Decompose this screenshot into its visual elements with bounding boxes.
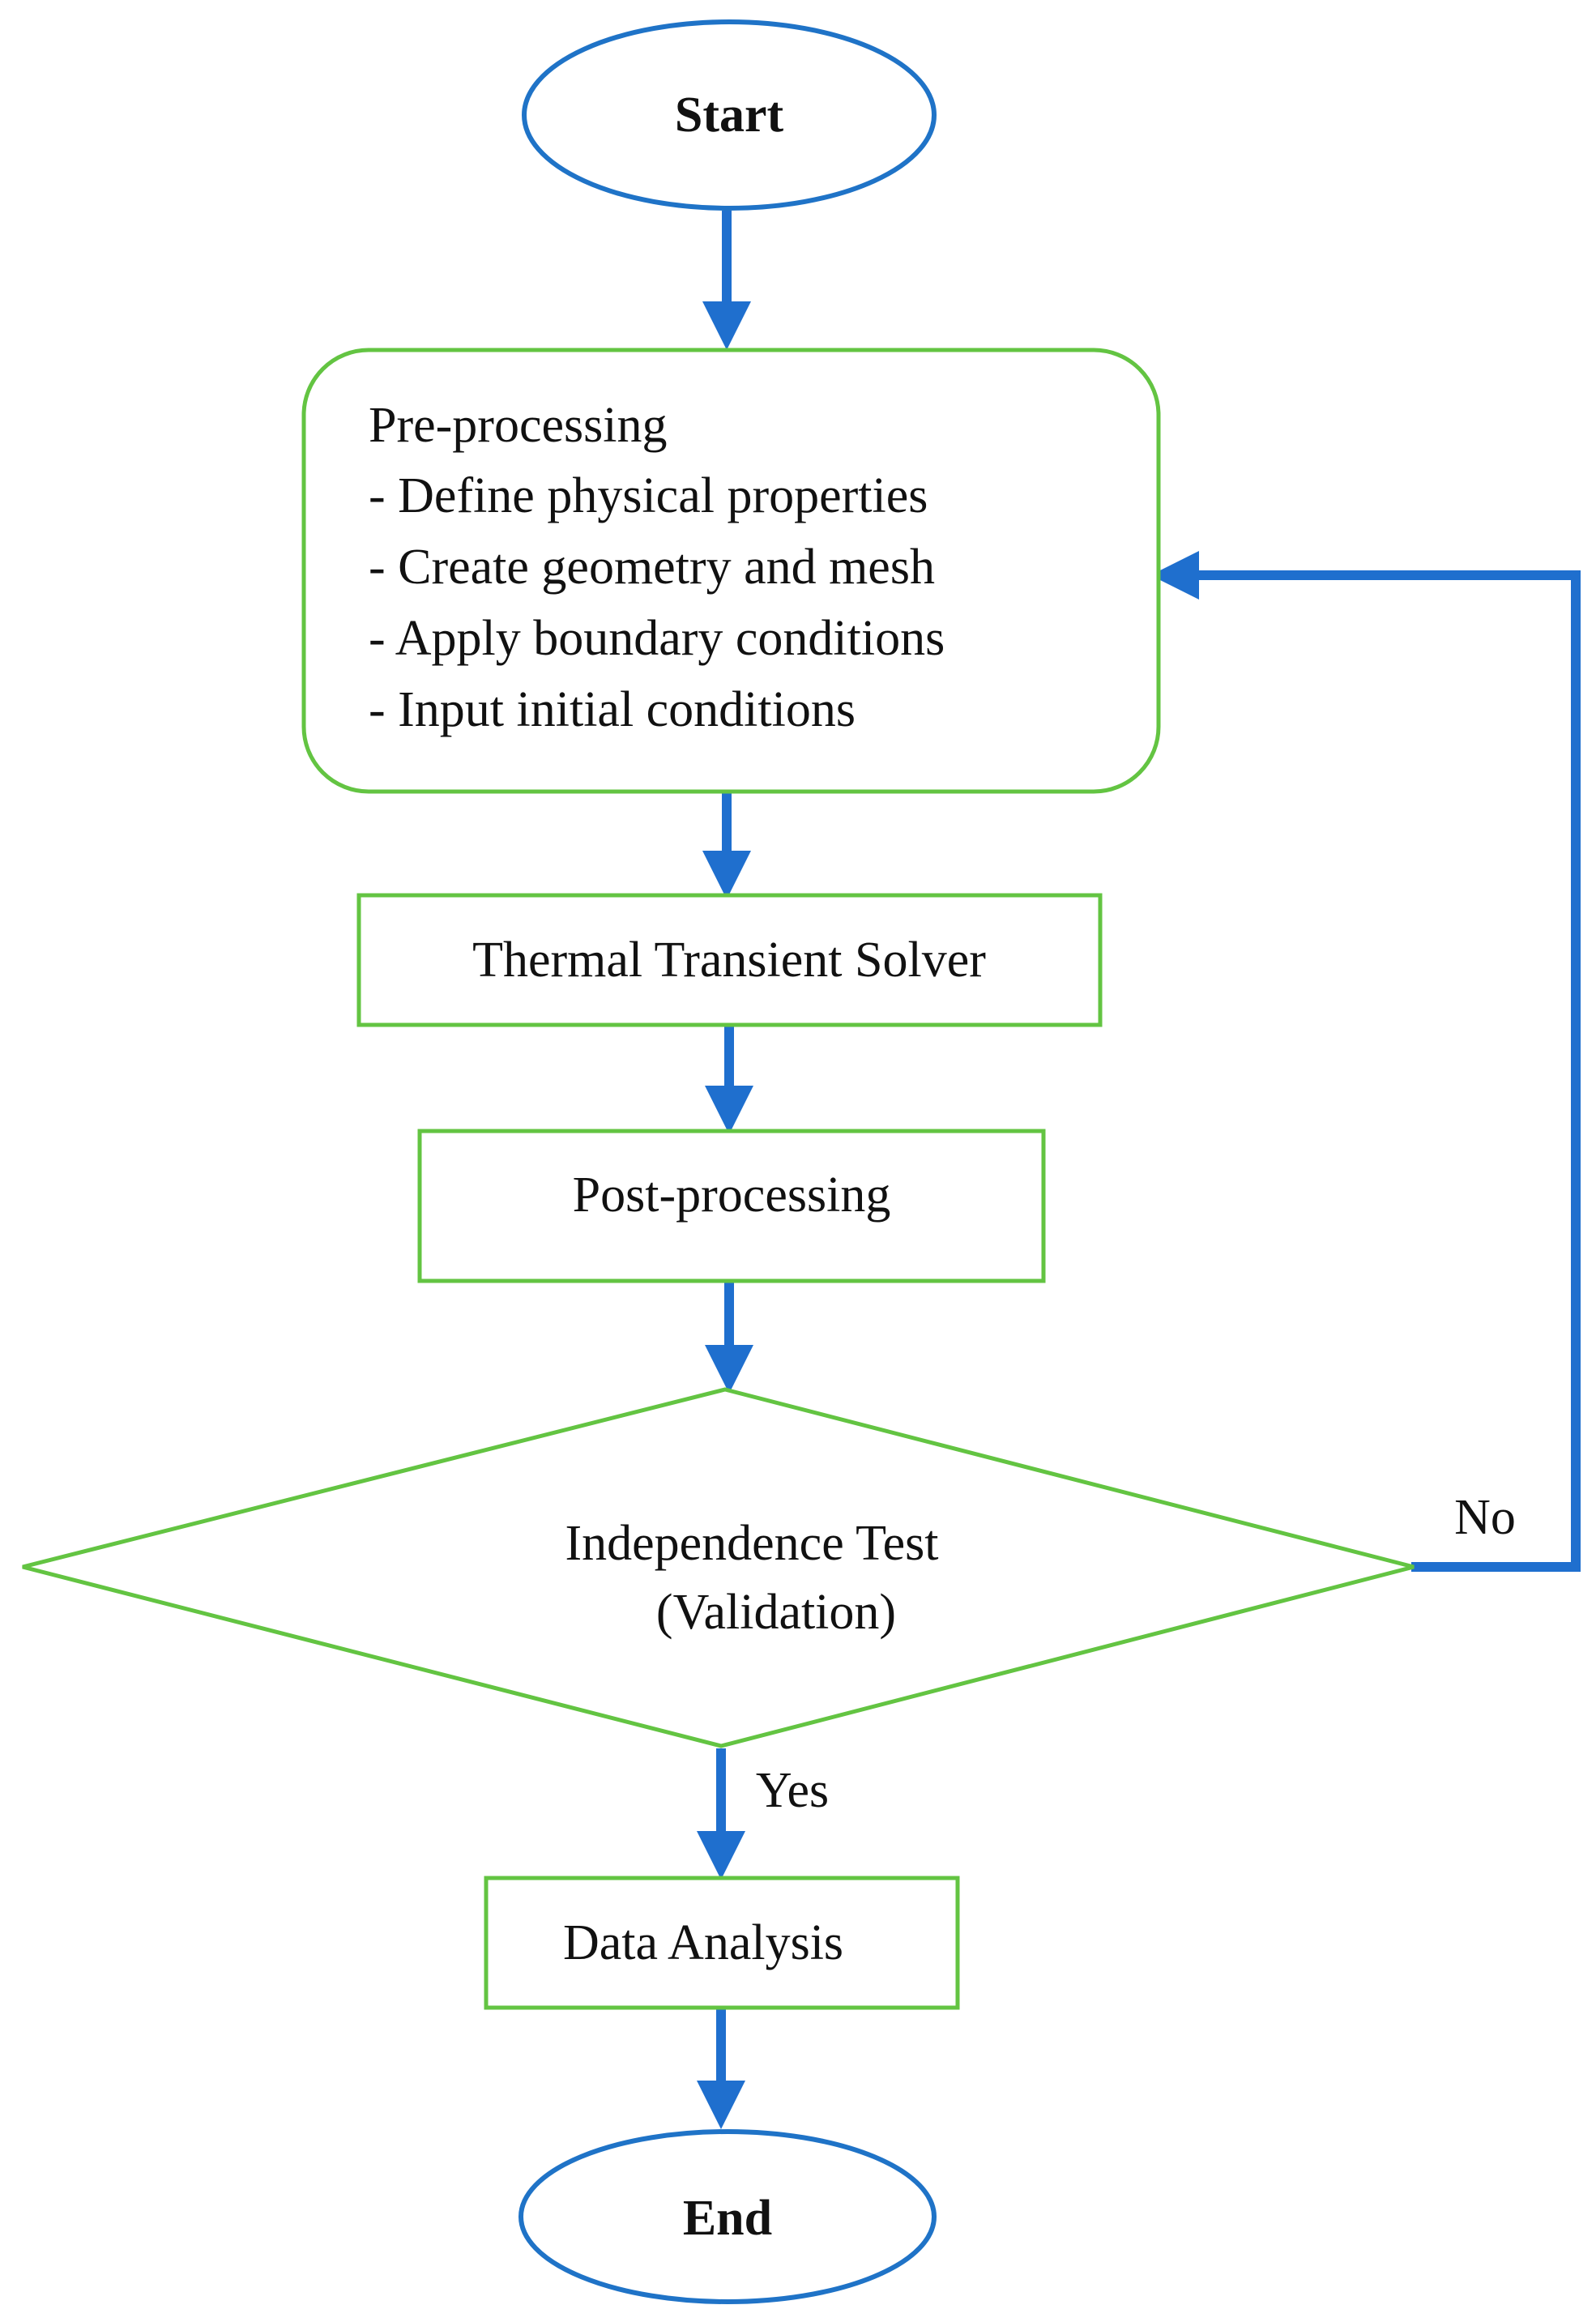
start-label: Start xyxy=(675,88,784,143)
postprocessing-node: Post-processing xyxy=(417,1129,1046,1283)
end-terminal-shape xyxy=(518,2129,937,2304)
data-analysis-node: Data Analysis xyxy=(484,1876,960,2010)
end-label: End xyxy=(683,2191,772,2246)
solver-label: Thermal Transient Solver xyxy=(472,933,986,988)
preprocessing-line-4: - Input initial conditions xyxy=(369,682,856,737)
yes-edge-label: Yes xyxy=(756,1763,829,1818)
no-edge-label: No xyxy=(1454,1490,1516,1545)
decision-node: Independence Test (Validation) xyxy=(22,1387,1415,1748)
solver-box xyxy=(356,893,1103,1027)
end-node: End xyxy=(518,2129,937,2304)
arrow-no-loop-back xyxy=(1150,551,1581,1572)
preprocessing-box xyxy=(301,348,1161,794)
start-node: Start xyxy=(522,19,937,211)
preprocessing-line-1: - Define physical properties xyxy=(369,468,928,523)
postprocessing-box xyxy=(417,1129,1046,1283)
decision-diamond xyxy=(22,1387,1415,1748)
solver-node: Thermal Transient Solver xyxy=(356,893,1103,1027)
preprocessing-node: Pre-processing - Define physical propert… xyxy=(301,348,1161,794)
preprocessing-title: Pre-processing xyxy=(369,398,667,453)
decision-line-2: (Validation) xyxy=(656,1585,896,1640)
preprocessing-line-3: - Apply boundary conditions xyxy=(369,611,945,666)
postprocessing-label: Post-processing xyxy=(573,1167,891,1223)
start-terminal-shape xyxy=(522,19,937,211)
data-analysis-label: Data Analysis xyxy=(563,1915,843,1970)
preprocessing-line-2: - Create geometry and mesh xyxy=(369,540,935,595)
data-analysis-box xyxy=(484,1876,960,2010)
connectors xyxy=(697,211,1581,2129)
decision-line-1: Independence Test xyxy=(565,1516,938,1571)
